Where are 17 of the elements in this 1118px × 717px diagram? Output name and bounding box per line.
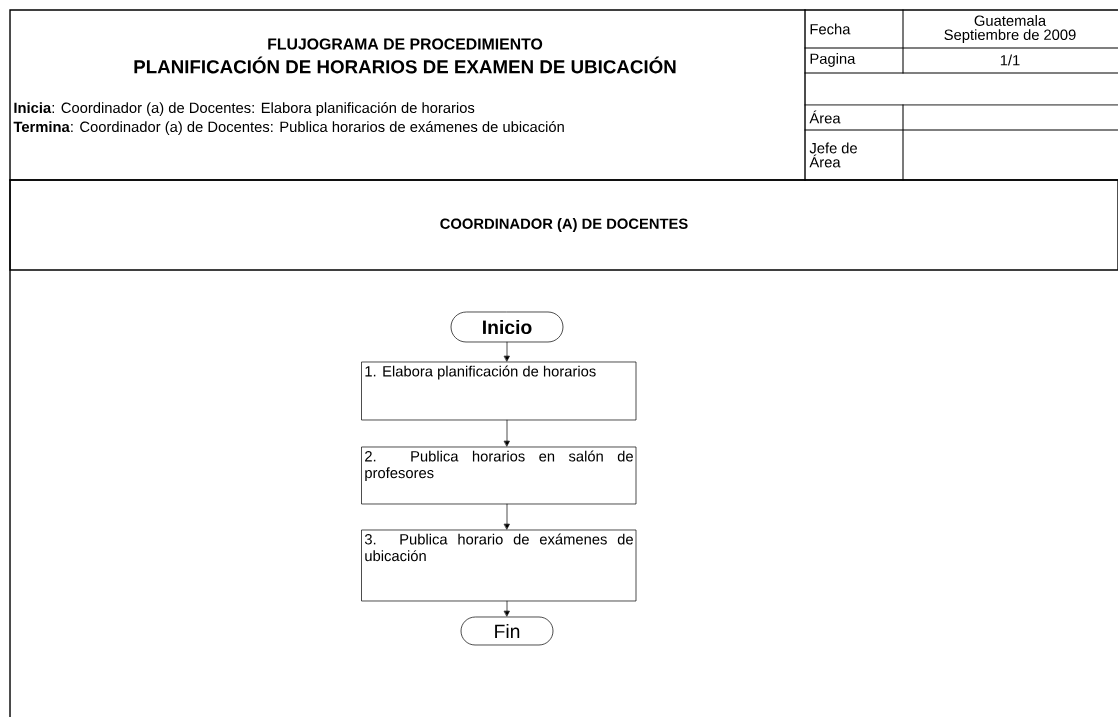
process-box: 1. Elabora planificación de horarios xyxy=(361,361,637,421)
table-cell: 1/1 xyxy=(1000,54,1020,66)
arrow xyxy=(504,342,510,362)
process-box: 3. Publica horario de exámenes de ubicación xyxy=(361,529,637,602)
arrow xyxy=(504,504,510,530)
table-cell: Fecha xyxy=(810,23,851,35)
table-cell: Guatemala Septiembre de 2009 xyxy=(944,15,1076,43)
heading-text: PLANIFICACIÓN DE HORARIOS DE EXAMEN DE UBICACIÓN xyxy=(134,56,676,74)
text-line: Inicia: Coordinador (a) de Docentes: Elabora planificación de horarios xyxy=(14,102,475,116)
table-cell: Área xyxy=(809,110,841,124)
table-cell: Pagina xyxy=(810,53,856,67)
process-box: 2. Publica horarios en salón de profesores xyxy=(361,446,637,505)
heading-text: FLUJOGRAMA DE PROCEDIMIENTO xyxy=(268,38,543,50)
text-line: Termina: Coordinador (a) de Docentes: Publica horarios de exámenes de ubicación xyxy=(13,121,564,135)
arrow xyxy=(504,601,510,617)
lane-header: COORDINADOR (A) DE DOCENTES xyxy=(9,179,1118,271)
arrow xyxy=(504,420,510,447)
